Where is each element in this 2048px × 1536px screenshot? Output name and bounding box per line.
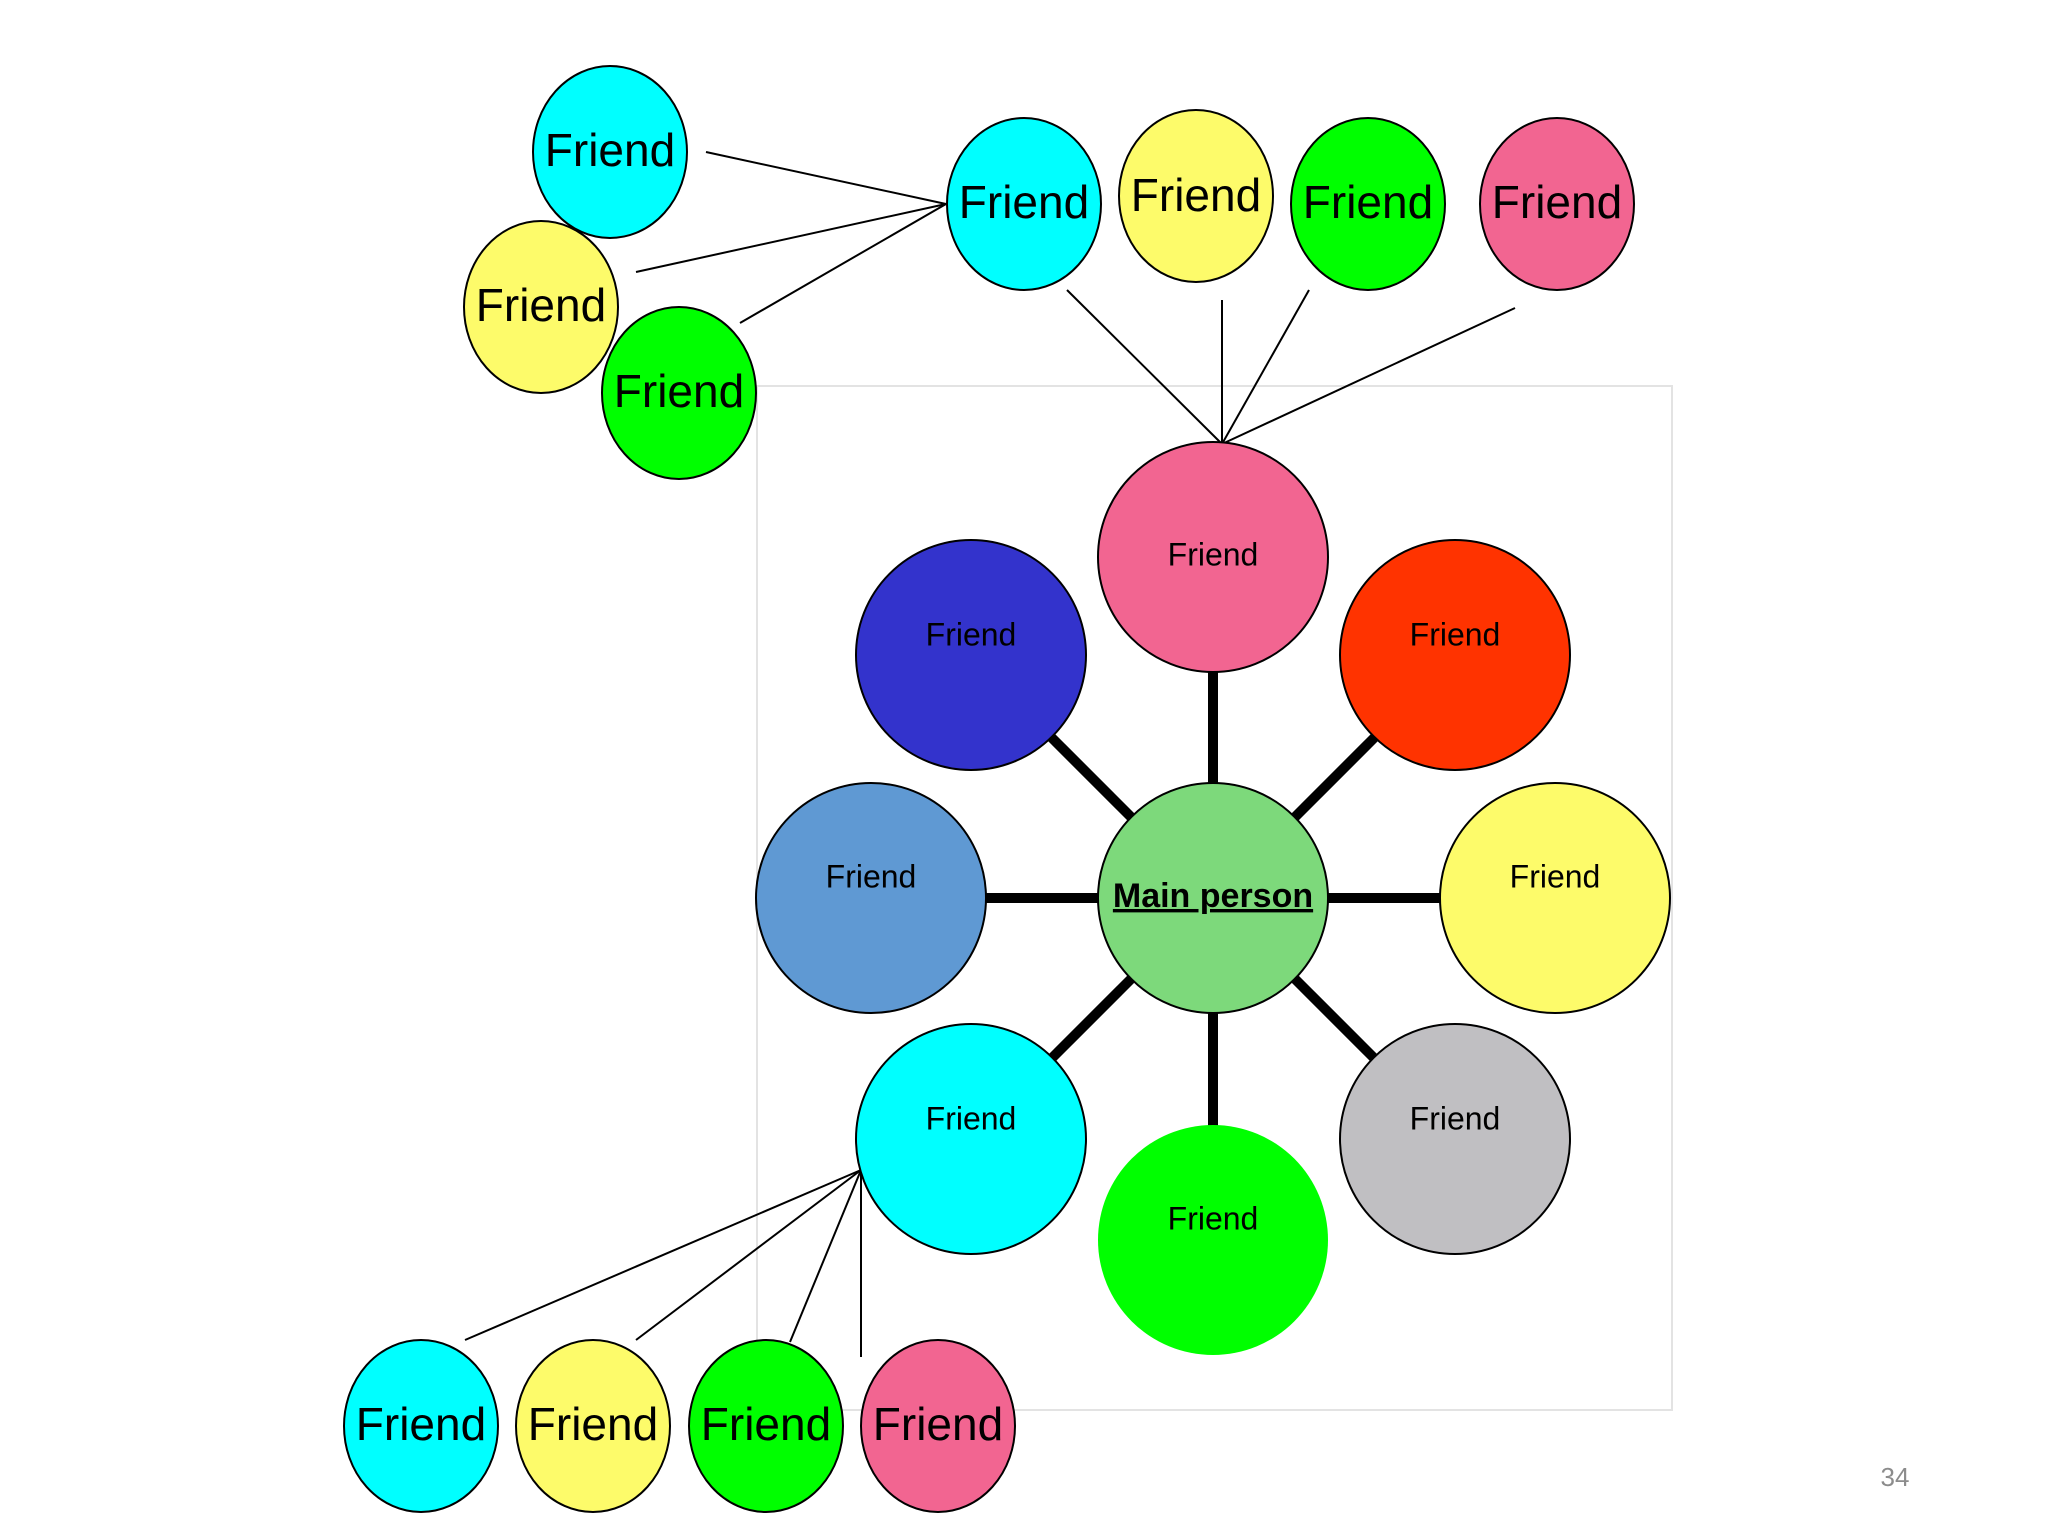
main-person-label: Main person bbox=[1113, 877, 1313, 915]
connector-top-row-1 bbox=[1066, 289, 1223, 445]
top-row-2-label: Friend bbox=[1131, 169, 1261, 221]
top-row-1-circle bbox=[946, 117, 1102, 291]
inner-top-node: Friend bbox=[1097, 441, 1329, 673]
inner-top-right-node: Friend bbox=[1339, 539, 1571, 771]
top-row-4-label: Friend bbox=[1492, 176, 1622, 228]
spoke-top-left bbox=[1046, 732, 1135, 821]
inner-left-circle bbox=[755, 782, 987, 1014]
bottom-row-1-label: Friend bbox=[356, 1398, 486, 1450]
inner-bottom-left-node: Friend bbox=[855, 1023, 1087, 1255]
inner-top-circle bbox=[1097, 441, 1329, 673]
bottom-row-4-circle bbox=[860, 1339, 1016, 1513]
inner-bottom-left-circle bbox=[855, 1023, 1087, 1255]
inner-bottom-right-node: Friend bbox=[1339, 1023, 1571, 1255]
inner-top-right-circle bbox=[1339, 539, 1571, 771]
inner-bottom-node: Friend bbox=[1098, 1125, 1328, 1355]
top-row-3-circle bbox=[1290, 117, 1446, 291]
inner-top-left-node: Friend bbox=[855, 539, 1087, 771]
inner-bottom-right-label: Friend bbox=[1410, 1100, 1501, 1136]
cluster-3-node: Friend bbox=[601, 306, 757, 480]
inner-top-left-label: Friend bbox=[926, 616, 1017, 652]
inner-bottom-label: Friend bbox=[1168, 1200, 1259, 1236]
connector-bottom-row-2 bbox=[635, 1169, 862, 1341]
top-row-3-label: Friend bbox=[1303, 176, 1433, 228]
main-person-circle bbox=[1097, 782, 1329, 1014]
inner-top-label: Friend bbox=[1168, 536, 1259, 572]
inner-top-left-circle bbox=[855, 539, 1087, 771]
bottom-row-1-circle bbox=[343, 1339, 499, 1513]
inner-right-node: Friend bbox=[1439, 782, 1671, 1014]
spoke-bottom-right bbox=[1291, 975, 1380, 1064]
inner-left-label: Friend bbox=[826, 858, 917, 894]
top-row-3-node: Friend bbox=[1290, 117, 1446, 291]
cluster-2-label: Friend bbox=[476, 279, 606, 331]
connector-top-row-4 bbox=[1221, 307, 1516, 445]
connector-bottom-row-3 bbox=[789, 1169, 862, 1343]
cluster-3-circle bbox=[601, 306, 757, 480]
bottom-row-2-circle bbox=[515, 1339, 671, 1513]
inner-bottom-circle bbox=[1098, 1125, 1328, 1355]
main-person-node: Main person bbox=[1097, 782, 1329, 1014]
spoke-bottom-left bbox=[1046, 975, 1135, 1064]
inner-right-circle bbox=[1439, 782, 1671, 1014]
bottom-row-3-circle bbox=[688, 1339, 844, 1513]
inner-bottom-right-circle bbox=[1339, 1023, 1571, 1255]
top-row-2-node: Friend bbox=[1118, 109, 1274, 283]
cluster-1-node: Friend bbox=[532, 65, 688, 239]
connector-cluster-2 bbox=[635, 203, 947, 273]
connector-bottom-row-1 bbox=[464, 1169, 862, 1341]
top-row-1-node: Friend bbox=[946, 117, 1102, 291]
slide-number: 34 bbox=[1880, 1462, 1910, 1492]
outer-connectors bbox=[464, 151, 1516, 1357]
main-spokes bbox=[986, 670, 1440, 1126]
bottom-row-3-node: Friend bbox=[688, 1339, 844, 1513]
bottom-row-1-node: Friend bbox=[343, 1339, 499, 1513]
cluster-1-label: Friend bbox=[545, 124, 675, 176]
inner-right-label: Friend bbox=[1510, 858, 1601, 894]
bottom-row-2-node: Friend bbox=[515, 1339, 671, 1513]
bottom-row-4-label: Friend bbox=[873, 1398, 1003, 1450]
cluster-1-circle bbox=[532, 65, 688, 239]
connector-cluster-3 bbox=[739, 203, 947, 324]
top-row-4-node: Friend bbox=[1479, 117, 1635, 291]
spoke-top-right bbox=[1291, 732, 1380, 821]
inner-bottom-left-label: Friend bbox=[926, 1100, 1017, 1136]
connector-cluster-1 bbox=[705, 151, 947, 205]
top-row-4-circle bbox=[1479, 117, 1635, 291]
cluster-3-label: Friend bbox=[614, 365, 744, 417]
cluster-2-node: Friend bbox=[463, 220, 619, 394]
bottom-row-3-label: Friend bbox=[701, 1398, 831, 1450]
bottom-row-4-node: Friend bbox=[860, 1339, 1016, 1513]
bottom-row-2-label: Friend bbox=[528, 1398, 658, 1450]
top-row-2-circle bbox=[1118, 109, 1274, 283]
inner-top-right-label: Friend bbox=[1410, 616, 1501, 652]
top-row-1-label: Friend bbox=[959, 176, 1089, 228]
inner-left-node: Friend bbox=[755, 782, 987, 1014]
connector-top-row-3 bbox=[1221, 289, 1310, 445]
cluster-2-circle bbox=[463, 220, 619, 394]
